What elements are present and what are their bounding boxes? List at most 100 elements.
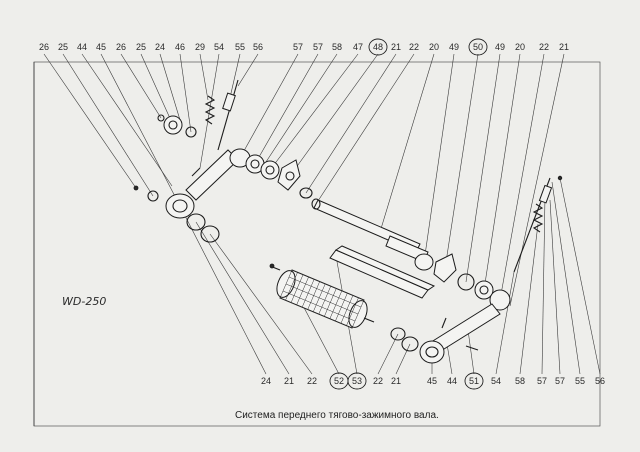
roller-knurling (279, 269, 365, 329)
bearing-2-bore (265, 165, 275, 175)
bottom-number-circle-4 (347, 372, 367, 390)
pin-right (441, 317, 447, 329)
top-number-19: 20 (429, 42, 439, 52)
top-leader-11 (237, 53, 259, 87)
nut-right (557, 175, 563, 181)
knurled-roller (269, 263, 375, 329)
top-leader-1 (62, 53, 154, 197)
bearing-ring-right-1 (414, 253, 434, 271)
top-leader-22 (465, 53, 501, 283)
top-number-23: 20 (515, 42, 525, 52)
top-leader-25 (509, 53, 565, 307)
bottom-leader-9 (467, 329, 475, 375)
top-leader-2 (81, 53, 173, 187)
bottom-number-2: 22 (307, 376, 317, 386)
top-number-14: 58 (332, 42, 342, 52)
top-number-21: 50 (473, 42, 483, 52)
bottom-leader-15 (559, 177, 601, 375)
bearing-housing-left (165, 193, 195, 219)
knurl-ring-3 (282, 290, 356, 322)
top-number-4: 26 (116, 42, 126, 52)
bearing-housing-right (419, 340, 445, 364)
clamp-plate-right (433, 253, 457, 283)
bottom-leader-14 (551, 181, 581, 375)
top-number-circle-21 (468, 38, 488, 56)
top-leader-24 (499, 53, 545, 301)
bottom-leader-0 (179, 205, 267, 375)
top-number-12: 57 (293, 42, 303, 52)
upper-shaft-parts (229, 148, 313, 199)
clamp-plate (277, 159, 301, 191)
tension-spring (204, 95, 216, 125)
roller-axle-right (363, 317, 375, 323)
bearing-2 (260, 160, 280, 180)
circled-markers (329, 38, 488, 390)
top-leader-6 (159, 53, 181, 121)
bottom-number-14: 55 (575, 376, 585, 386)
right-bracket-assembly (390, 175, 563, 364)
top-number-6: 24 (155, 42, 165, 52)
top-leader-3 (100, 53, 181, 207)
bottom-number-12: 57 (537, 376, 547, 386)
main-shaft (311, 198, 429, 263)
sprocket-gear (163, 115, 183, 135)
knurl-ring-2 (285, 283, 359, 315)
small-washer (157, 114, 165, 122)
seal-ring-left (200, 225, 220, 243)
bottom-number-3: 52 (334, 376, 344, 386)
top-number-2: 44 (77, 42, 87, 52)
top-leader-19 (379, 53, 435, 233)
top-leader-16 (289, 53, 379, 177)
bushing-right (489, 289, 511, 311)
top-number-15: 47 (353, 42, 363, 52)
washer-right-2 (390, 327, 406, 341)
top-leader-0 (43, 53, 137, 189)
top-number-13: 57 (313, 42, 323, 52)
top-number-5: 25 (136, 42, 146, 52)
top-leader-14 (261, 53, 338, 169)
bearing-right (474, 280, 494, 300)
bottom-leader-5 (377, 333, 399, 375)
bottom-number-6: 21 (391, 376, 401, 386)
bottom-leader-10 (495, 271, 515, 375)
bearing-right-bore (479, 285, 489, 295)
rod-end-right (465, 345, 479, 351)
bearing-bore-right (425, 346, 439, 358)
diagram-frame (33, 61, 601, 427)
bottom-leader-12 (541, 195, 546, 375)
top-number-1: 25 (58, 42, 68, 52)
top-number-7: 46 (175, 42, 185, 52)
top-number-0: 26 (39, 42, 49, 52)
bottom-number-circle-9 (464, 372, 484, 390)
seal-ring-right (457, 273, 475, 291)
top-leader-5 (140, 53, 174, 126)
bottom-number-10: 54 (491, 376, 501, 386)
spring-washer (185, 126, 197, 138)
bottom-leader-2 (209, 233, 313, 375)
bottom-number-0: 24 (261, 376, 271, 386)
top-number-25: 21 (559, 42, 569, 52)
top-leader-7 (179, 53, 192, 133)
clamp-hole (285, 171, 295, 181)
model-label: WD-250 (62, 295, 106, 308)
leader-lines (43, 53, 601, 375)
top-number-9: 54 (214, 42, 224, 52)
top-leader-18 (315, 53, 415, 205)
sprocket-hub (168, 120, 178, 130)
washer-left (147, 190, 159, 202)
rod-block-right (538, 184, 553, 204)
top-leader-12 (239, 53, 299, 159)
bottom-leader-3 (299, 299, 340, 375)
adjusting-rod (217, 79, 239, 151)
top-number-22: 49 (495, 42, 505, 52)
square-bar-top (334, 245, 436, 291)
top-number-20: 49 (449, 42, 459, 52)
bottom-number-13: 57 (555, 376, 565, 386)
top-number-8: 29 (195, 42, 205, 52)
top-leader-8 (199, 53, 209, 101)
top-leader-21 (445, 53, 479, 263)
knurl-ring-1 (288, 276, 362, 308)
